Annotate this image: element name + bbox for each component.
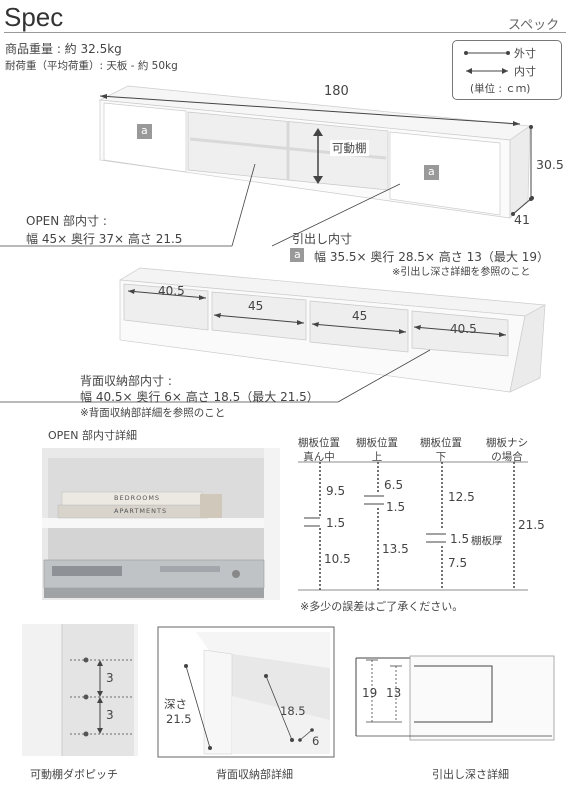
shelf-header-4-l1: 棚板ナシ xyxy=(486,437,528,449)
shelf-header-2-l2: 上 xyxy=(371,451,383,463)
col3-mid-label: 棚板厚 xyxy=(471,535,503,547)
depth-label: 深さ xyxy=(164,697,187,711)
drawer-inner-marker xyxy=(290,248,304,262)
back-dim-mid1: 45 xyxy=(248,299,264,313)
shelf-header-1-l2: 真ん中 xyxy=(303,451,335,463)
back-inner-title: 背面収納部内寸 : xyxy=(80,374,172,388)
shelf-header-3-l2: 下 xyxy=(435,451,447,463)
col2-top: 6.5 xyxy=(384,478,404,492)
col1-mid: 1.5 xyxy=(326,516,346,530)
col3-bottom: 7.5 xyxy=(448,556,468,570)
drawer-inner-note: ※引出し深さ詳細を参照のこと xyxy=(392,267,531,278)
depth-value: 21.5 xyxy=(166,712,192,726)
shelf-header-2-l1: 棚板位置 xyxy=(356,437,398,449)
shelf-header-4: 棚板ナシ の場合 xyxy=(486,436,528,464)
header-rule xyxy=(4,32,566,33)
movable-shelf-label: 可動棚 xyxy=(330,140,369,156)
back-dim-mid2: 45 xyxy=(352,309,368,323)
drawer-inner-marker-text: a xyxy=(294,248,301,261)
drawer-depth-caption: 引出し深さ詳細 xyxy=(432,768,509,781)
load-capacity: 耐荷重（平均荷重）: 天板 - 約 50kg xyxy=(5,60,178,72)
pitch-caption: 可動棚ダボピッチ xyxy=(30,768,118,781)
marker-a-right: a xyxy=(428,165,435,178)
shelf-note: ※多少の誤差はご了承ください。 xyxy=(300,600,464,613)
drawer-inner-values: 幅 35.5× 奥行 28.5× 高さ 13（最大 19） xyxy=(314,250,549,264)
width-dimension: 180 xyxy=(324,84,349,99)
shelf-header-4-l2: の場合 xyxy=(491,451,523,463)
col1-top: 9.5 xyxy=(326,484,346,498)
back-dim-right: 40.5 xyxy=(450,322,477,336)
marker-a-left: a xyxy=(141,124,148,137)
legend-unit: (単位 : ｃｍ) xyxy=(470,83,531,95)
col2-bottom: 13.5 xyxy=(382,542,409,556)
open-inner-values: 幅 45× 奥行 37× 高さ 21.5 xyxy=(26,232,183,246)
col4-total: 21.5 xyxy=(518,518,545,532)
book-bedrooms: BEDROOMS xyxy=(114,494,161,502)
open-detail-title: OPEN 部内寸詳細 xyxy=(48,429,137,442)
drawer-inner-depth: 13 xyxy=(386,686,402,700)
page-subtitle: スペック xyxy=(508,18,560,33)
col3-mid: 1.5 xyxy=(450,532,470,546)
product-weight: 商品重量 : 約 32.5kg xyxy=(5,42,122,56)
col2-mid: 1.5 xyxy=(386,500,406,514)
height-dimension: 30.5 xyxy=(536,157,564,172)
drawer-inner-title: 引出し内寸 xyxy=(292,232,353,246)
back-inner-values: 幅 40.5× 奥行 6× 高さ 18.5（最大 21.5） xyxy=(80,390,319,404)
back-dim-left: 40.5 xyxy=(158,284,185,298)
back-inner-note: ※背面収納部詳細を参照のこと xyxy=(80,407,226,419)
pitch-a: 3 xyxy=(106,671,114,685)
open-inner-title: OPEN 部内寸 : xyxy=(26,214,107,228)
back-thickness-value: 6 xyxy=(312,734,320,748)
shelf-header-2: 棚板位置 上 xyxy=(356,436,398,464)
shelf-header-3-l1: 棚板位置 xyxy=(420,437,462,449)
drawer-outer-depth: 19 xyxy=(362,686,378,700)
shelf-header-1-l1: 棚板位置 xyxy=(298,437,340,449)
col1-bottom: 10.5 xyxy=(324,552,351,566)
depth-dimension: 41 xyxy=(514,212,530,227)
page-title: Spec xyxy=(4,2,64,32)
pitch-b: 3 xyxy=(106,708,114,722)
shelf-header-1: 棚板位置 真ん中 xyxy=(298,436,340,464)
back-storage-caption: 背面収納部詳細 xyxy=(216,768,293,781)
back-height-value: 18.5 xyxy=(280,704,306,718)
legend-box xyxy=(452,40,562,100)
shelf-header-3: 棚板位置 下 xyxy=(420,436,462,464)
book-apartments: APARTMENTS xyxy=(114,507,168,515)
legend-inner: 内寸 xyxy=(514,65,536,78)
legend-outer: 外寸 xyxy=(514,47,536,60)
col3-top: 12.5 xyxy=(448,490,475,504)
